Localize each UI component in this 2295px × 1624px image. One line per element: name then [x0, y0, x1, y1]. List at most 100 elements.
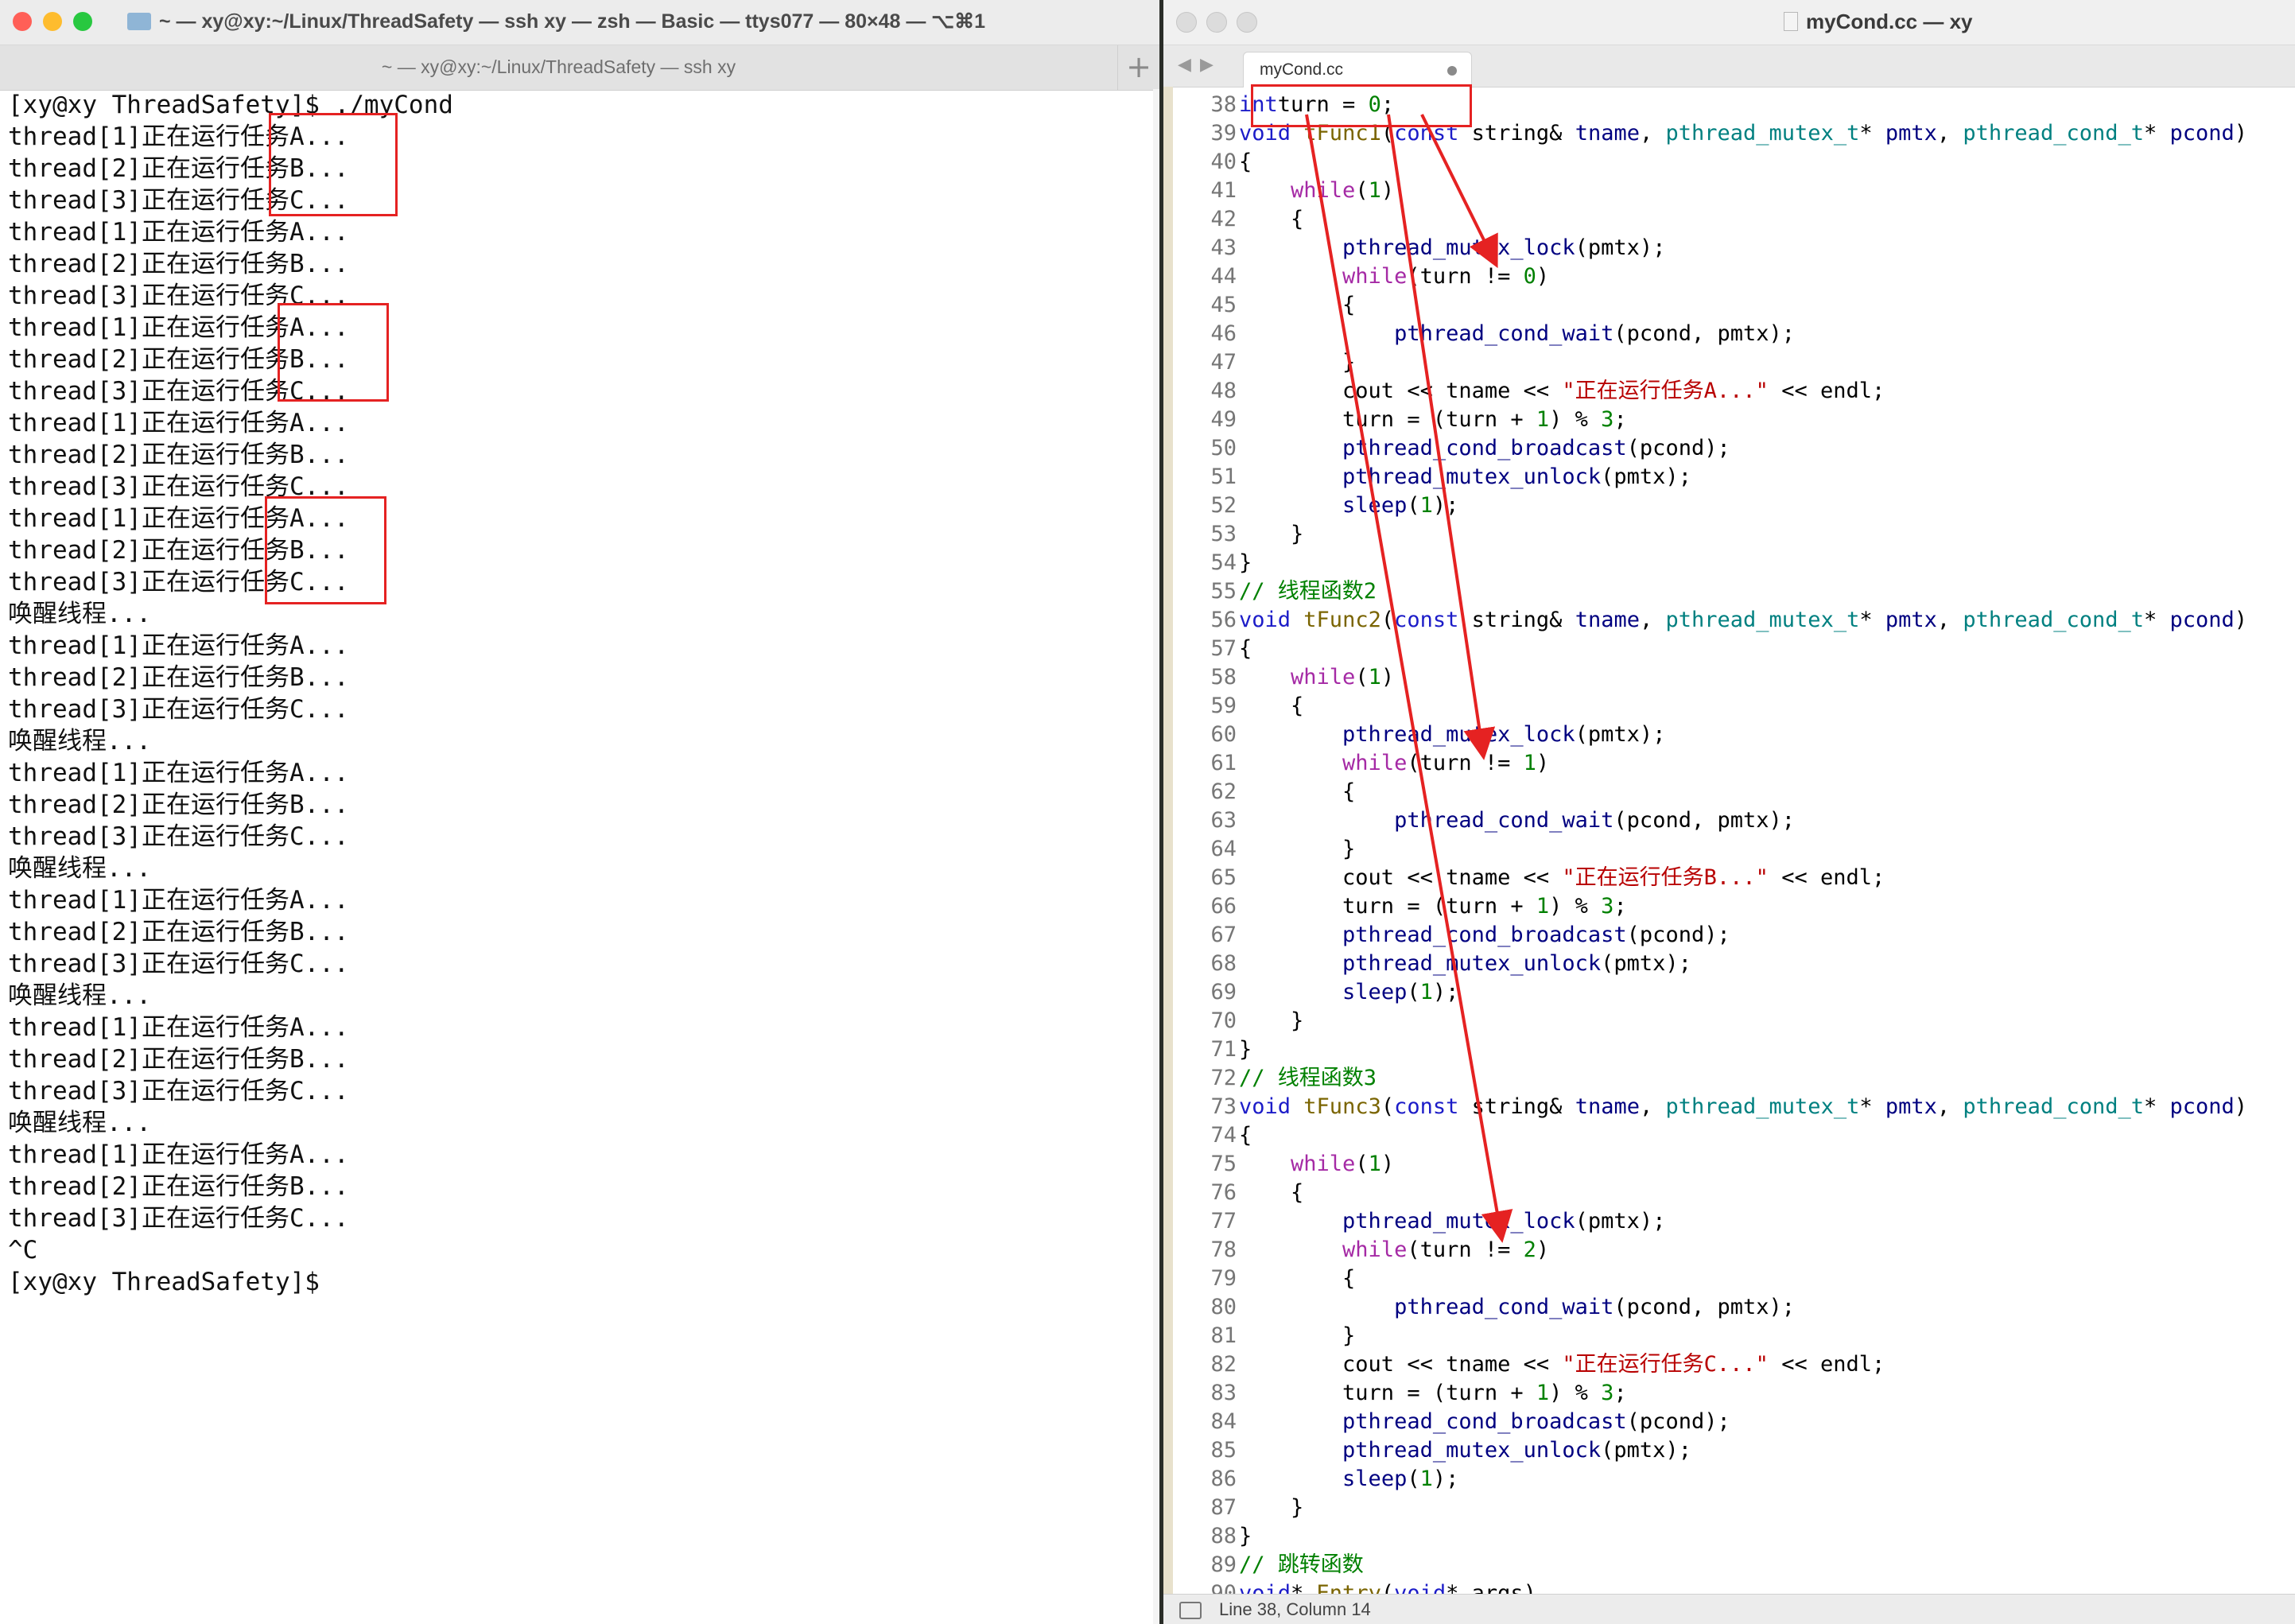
code-text: {	[1239, 1265, 1355, 1293]
code-token: (	[1355, 178, 1369, 203]
code-token	[1239, 751, 1342, 775]
terminal-line: thread[1]正在运行任务A...	[8, 1013, 349, 1042]
code-token	[1239, 722, 1342, 747]
back-arrow-icon[interactable]: ◀	[1178, 55, 1191, 75]
code-token: sleep	[1342, 493, 1408, 518]
code-token: ;	[1613, 894, 1627, 919]
code-token: )	[1536, 1237, 1550, 1262]
terminal-line: thread[2]正在运行任务B...	[8, 1172, 349, 1201]
code-line: 53 }	[1173, 520, 2295, 549]
line-number: 76	[1210, 1180, 1237, 1205]
code-token: turn =	[1277, 92, 1369, 117]
code-text: }	[1239, 1007, 1303, 1035]
code-line: 76 {	[1173, 1179, 2295, 1207]
line-number: 56	[1210, 608, 1237, 632]
code-line: 78 while(turn != 2)	[1173, 1236, 2295, 1265]
terminal-output[interactable]: [xy@xy ThreadSafety]$ ./myCond thread[1]正…	[8, 89, 1153, 1298]
terminal-line: thread[1]正在运行任务A...	[8, 1140, 349, 1169]
code-token: )	[1380, 665, 1395, 690]
line-number: 53	[1210, 522, 1237, 546]
terminal-line: thread[2]正在运行任务B...	[8, 441, 349, 469]
code-token: pthread_cond_t	[1963, 1094, 2144, 1119]
add-tab-icon[interactable]: +	[1117, 45, 1159, 90]
line-number: 86	[1210, 1467, 1237, 1491]
terminal-line: thread[3]正在运行任务C...	[8, 282, 349, 310]
code-token: string&	[1458, 121, 1575, 146]
code-line: 81 }	[1173, 1322, 2295, 1350]
unsaved-dot-icon[interactable]	[1447, 66, 1457, 76]
line-number: 43	[1210, 235, 1237, 260]
code-text: }	[1239, 520, 1303, 549]
editor-title-bar[interactable]: myCond.cc — xy	[1163, 0, 2295, 45]
code-token: while	[1342, 1237, 1408, 1262]
code-token: }	[1239, 350, 1356, 375]
line-number: 44	[1210, 264, 1237, 289]
minimize-window-button[interactable]	[43, 12, 62, 31]
code-token: cout << tname <<	[1239, 1352, 1563, 1377]
terminal-line: thread[3]正在运行任务C...	[8, 950, 349, 978]
terminal-line: thread[2]正在运行任务B...	[8, 1045, 349, 1074]
code-text: {	[1239, 778, 1355, 806]
minimize-window-button[interactable]	[1206, 12, 1227, 33]
code-line: 43 pthread_mutex_lock(pmtx);	[1173, 234, 2295, 262]
sidebar-toggle-icon[interactable]	[1179, 1602, 1202, 1619]
code-line: 70 }	[1173, 1007, 2295, 1035]
code-line: 89// 跳转函数	[1173, 1551, 2295, 1579]
code-token	[1239, 1438, 1342, 1463]
code-token: 0	[1368, 92, 1381, 117]
code-token: pthread_mutex_lock	[1342, 722, 1575, 747]
line-number: 50	[1210, 436, 1237, 460]
code-token	[1239, 1152, 1291, 1176]
code-token: *	[1859, 121, 1885, 146]
forward-arrow-icon[interactable]: ▶	[1200, 55, 1214, 75]
code-token: ,	[1936, 1094, 1963, 1119]
code-line: 63 pthread_cond_wait(pcond, pmtx);	[1173, 806, 2295, 835]
line-number: 80	[1210, 1295, 1237, 1319]
close-window-button[interactable]	[1176, 12, 1197, 33]
code-token: while	[1291, 1152, 1356, 1176]
terminal-scrollbar[interactable]	[1153, 89, 1159, 1624]
code-token: turn = (turn +	[1239, 894, 1536, 919]
code-text: pthread_mutex_unlock(pmtx);	[1239, 950, 1691, 978]
code-text: intturn = 0;	[1239, 91, 1394, 119]
close-window-button[interactable]	[13, 12, 32, 31]
zoom-window-button[interactable]	[1237, 12, 1257, 33]
code-token: pthread_cond_wait	[1394, 808, 1614, 833]
code-token: const	[1394, 1094, 1459, 1119]
code-text: // 线程函数3	[1239, 1064, 1377, 1093]
code-text: sleep(1);	[1239, 1465, 1458, 1494]
code-line: 48 cout << tname << "正在运行任务A..." << endl…	[1173, 377, 2295, 406]
code-token: pthread_cond_broadcast	[1342, 436, 1627, 460]
line-number: 87	[1210, 1495, 1237, 1520]
code-token: {	[1239, 293, 1356, 317]
terminal-tab[interactable]: ~ — xy@xy:~/Linux/ThreadSafety — ssh xy	[381, 56, 736, 77]
terminal-title-bar[interactable]: ~ — xy@xy:~/Linux/ThreadSafety — ssh xy …	[0, 0, 1159, 45]
terminal-line: 唤醒线程...	[8, 981, 151, 1010]
code-text: }	[1239, 1522, 1252, 1551]
code-token: (turn !=	[1407, 264, 1524, 289]
line-number: 69	[1210, 980, 1237, 1004]
code-token	[1239, 178, 1291, 203]
code-text: {	[1239, 148, 1252, 177]
code-line: 83 turn = (turn + 1) % 3;	[1173, 1379, 2295, 1408]
terminal-line: 唤醒线程...	[8, 854, 151, 883]
code-token	[1239, 665, 1291, 690]
code-token: ,	[1936, 608, 1963, 632]
code-text: }	[1239, 835, 1355, 864]
terminal-line: [xy@xy ThreadSafety]$ ./myCond	[8, 91, 453, 119]
code-token	[1239, 980, 1342, 1004]
tab-mycond[interactable]: myCond.cc	[1243, 52, 1472, 87]
annotation-box	[278, 303, 389, 402]
code-text: void tFunc3(const string& tname, pthread…	[1239, 1093, 2247, 1121]
terminal-line: thread[2]正在运行任务B...	[8, 918, 349, 946]
zoom-window-button[interactable]	[73, 12, 92, 31]
terminal-line: thread[1]正在运行任务A...	[8, 759, 349, 787]
line-number: 66	[1210, 894, 1237, 919]
terminal-line: thread[1]正在运行任务A...	[8, 631, 349, 660]
code-token: ,	[1639, 1094, 1666, 1119]
code-line: 84 pthread_cond_broadcast(pcond);	[1173, 1408, 2295, 1436]
terminal-line: thread[2]正在运行任务B...	[8, 791, 349, 819]
